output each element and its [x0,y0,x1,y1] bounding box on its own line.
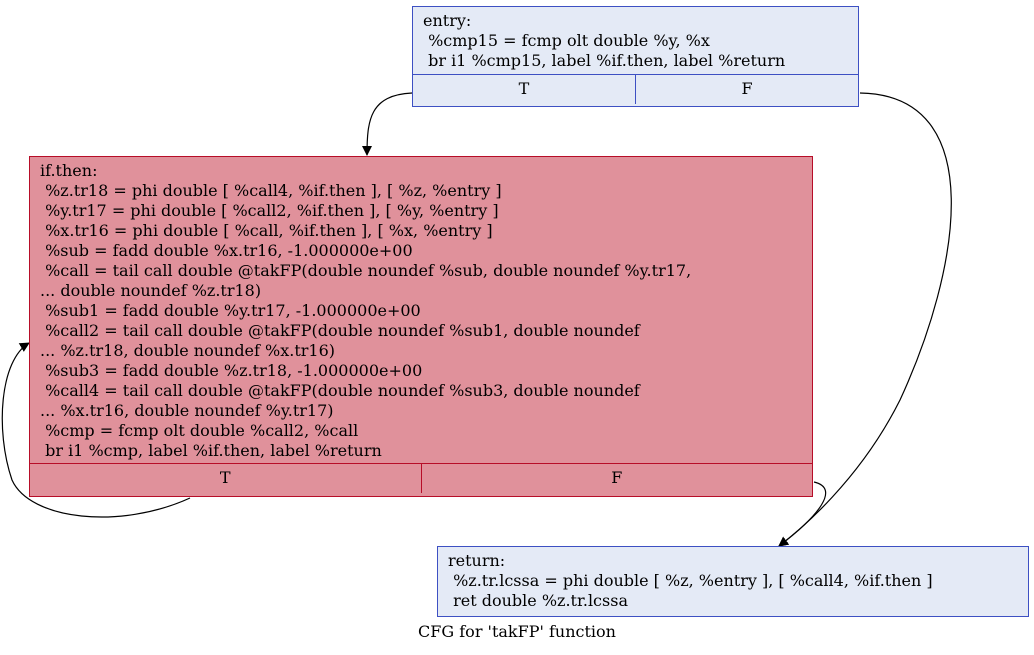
node-if-then[interactable]: if.then: %z.tr18 = phi double [ %call4, … [29,156,813,497]
code-line: %call2 = tail call double @takFP(double … [40,321,640,340]
code-line: ... %z.tr18, double noundef %x.tr16) [40,341,336,360]
code-line: if.then: [40,161,98,180]
code-line: %sub3 = fadd double %z.tr18, -1.000000e+… [40,361,423,380]
port-true[interactable]: T [518,79,530,98]
code-line: %z.tr.lcssa = phi double [ %z, %entry ],… [448,571,933,590]
port-false[interactable]: F [420,464,813,493]
code-line: return: [448,551,506,570]
node-if-then-code: if.then: %z.tr18 = phi double [ %call4, … [30,157,812,463]
code-line: %call4 = tail call double @takFP(double … [40,381,640,400]
edge-ifthen-false-to-return [778,481,827,547]
code-line: %sub1 = fadd double %y.tr17, -1.000000e+… [40,301,421,320]
code-line: %y.tr17 = phi double [ %call2, %if.then … [40,201,499,220]
node-return-code: return: %z.tr.lcssa = phi double [ %z, %… [438,547,1028,614]
code-line: %x.tr16 = phi double [ %call, %if.then ]… [40,221,493,240]
port-false[interactable]: F [635,75,858,104]
edge-ifthen-true-loop [1,342,191,518]
port-true[interactable]: T [219,468,231,487]
code-line: %sub = fadd double %x.tr16, -1.000000e+0… [40,241,413,260]
edge-entry-false-to-return [778,92,952,547]
code-line: br i1 %cmp, label %if.then, label %retur… [40,441,382,460]
code-line: ... double noundef %z.tr18) [40,281,262,300]
code-line: %z.tr18 = phi double [ %call4, %if.then … [40,181,502,200]
node-entry-code: entry: %cmp15 = fcmp olt double %y, %x b… [413,7,858,74]
code-line: ret double %z.tr.lcssa [448,591,628,610]
node-if-then-ports: T F [30,463,812,493]
edge-entry-true-to-ifthen [362,92,413,156]
node-entry[interactable]: entry: %cmp15 = fcmp olt double %y, %x b… [412,6,859,107]
code-line: ... %x.tr16, double noundef %y.tr17) [40,401,334,420]
code-line: %cmp = fcmp olt double %call2, %call [40,421,359,440]
node-return[interactable]: return: %z.tr.lcssa = phi double [ %z, %… [437,546,1029,617]
code-line: br i1 %cmp15, label %if.then, label %ret… [423,51,786,70]
graph-caption: CFG for 'takFP' function [418,622,616,641]
code-line: %cmp15 = fcmp olt double %y, %x [423,31,710,50]
code-line: %call = tail call double @takFP(double n… [40,261,692,280]
code-line: entry: [423,11,472,30]
node-entry-ports: T F [413,74,858,104]
